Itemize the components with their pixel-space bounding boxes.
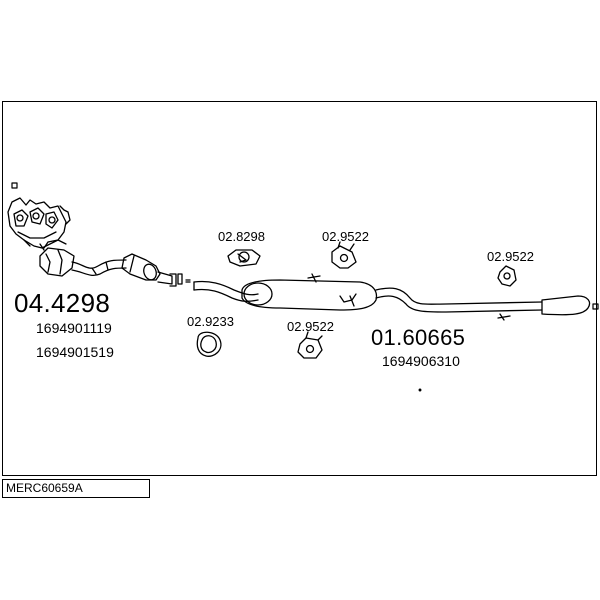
front-section-oem-2: 1694901519 [36,344,114,360]
tail-pipe [375,287,591,321]
exhaust-manifold [7,197,71,251]
hanger-c-part-number: 02.9522 [287,319,334,334]
front-section-oem-1: 1694901119 [36,320,112,336]
hanger-a-part-number: 02.8298 [218,229,265,244]
hanger-d-part-number: 02.9522 [487,249,534,264]
rear-section-oem: 1694906310 [382,353,460,369]
diagram-frame [2,101,597,476]
stray-dot [418,388,422,392]
gasket-part-number: 02.9233 [187,314,234,329]
hanger-b-drawing [331,241,357,269]
rear-section-part-number: 01.60665 [371,325,466,350]
front-pipe [71,259,127,276]
gasket-drawing [196,331,222,357]
hanger-c-drawing [297,331,323,359]
front-catalyst [39,239,75,277]
hanger-a-drawing [227,249,261,267]
front-section-part-number: 04.4298 [14,288,111,318]
end-marker-square [592,303,599,310]
hanger-b-part-number: 02.9522 [322,229,369,244]
catalog-code-box: MERC60659A [2,479,150,498]
hanger-d-drawing [497,265,517,287]
rear-silencer [241,273,378,311]
rear-catalyst [121,253,177,287]
intermediate-pipe [193,280,259,302]
marker-square [11,182,18,189]
flange-clamp [177,273,191,285]
catalog-code: MERC60659A [6,481,83,495]
